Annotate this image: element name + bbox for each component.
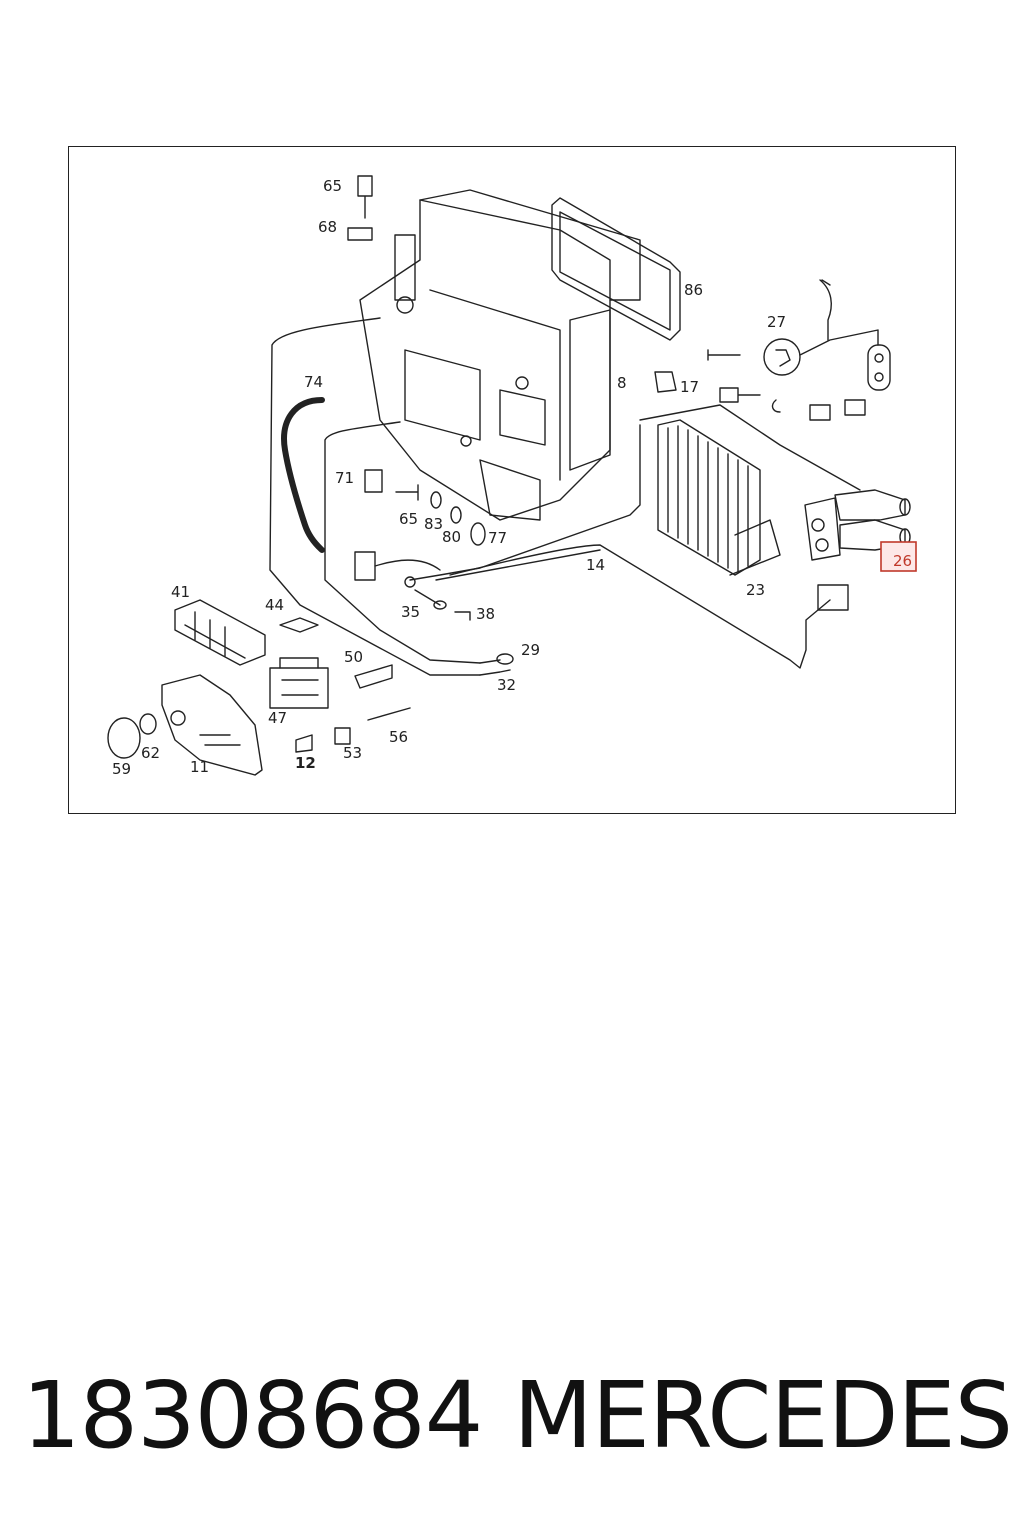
label-23: 23 bbox=[746, 581, 765, 599]
label-29: 29 bbox=[521, 641, 540, 659]
heater-housing bbox=[359, 189, 641, 521]
label-32: 32 bbox=[497, 676, 516, 694]
brand-name: MERCEDES bbox=[513, 1362, 1013, 1469]
label-47: 47 bbox=[268, 709, 287, 727]
label-56: 56 bbox=[389, 728, 408, 746]
label-65-top: 65 bbox=[323, 177, 342, 195]
knob bbox=[107, 717, 141, 759]
relay-block bbox=[269, 667, 329, 709]
label-86: 86 bbox=[684, 281, 703, 299]
diagram-frame bbox=[68, 146, 956, 814]
label-38: 38 bbox=[476, 605, 495, 623]
clamp bbox=[763, 338, 801, 376]
label-74: 74 bbox=[304, 373, 323, 391]
label-83: 83 bbox=[424, 515, 443, 533]
label-53: 53 bbox=[343, 744, 362, 762]
label-71: 71 bbox=[335, 469, 354, 487]
label-50: 50 bbox=[344, 648, 363, 666]
label-41: 41 bbox=[171, 583, 190, 601]
label-65-mid: 65 bbox=[399, 510, 418, 528]
label-35: 35 bbox=[401, 603, 420, 621]
label-12: 12 bbox=[295, 754, 316, 772]
label-77: 77 bbox=[488, 529, 507, 547]
label-68: 68 bbox=[318, 218, 337, 236]
label-11: 11 bbox=[190, 758, 209, 776]
label-59: 59 bbox=[112, 760, 131, 778]
label-44: 44 bbox=[265, 596, 284, 614]
label-80: 80 bbox=[442, 528, 461, 546]
connector-block bbox=[174, 599, 266, 666]
caption: 18308684 MERCEDES bbox=[22, 1362, 1013, 1469]
screw bbox=[357, 175, 373, 219]
label-27: 27 bbox=[767, 313, 786, 331]
label-8: 8 bbox=[617, 374, 627, 392]
seal-gasket bbox=[551, 197, 681, 341]
label-17: 17 bbox=[680, 378, 699, 396]
part-number: 18308684 bbox=[22, 1362, 483, 1469]
control-unit bbox=[161, 674, 263, 776]
label-14: 14 bbox=[586, 556, 605, 574]
highlight-box bbox=[880, 541, 917, 572]
label-26-highlighted: 26 bbox=[893, 552, 912, 570]
label-62: 62 bbox=[141, 744, 160, 762]
heat-exchanger bbox=[657, 419, 781, 576]
